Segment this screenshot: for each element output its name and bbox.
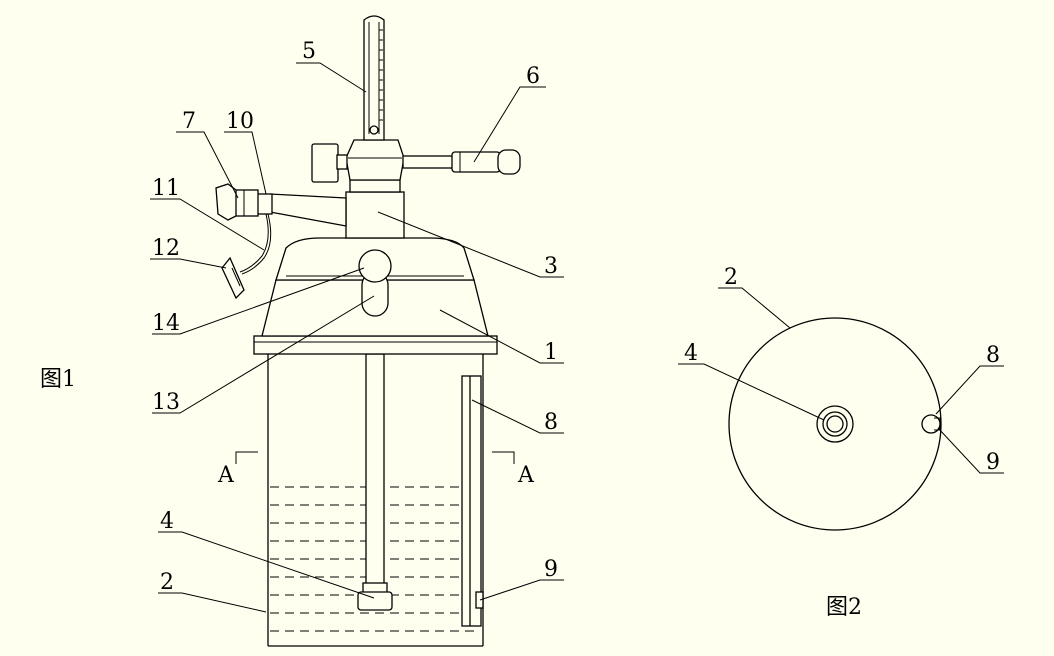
pressure-knob — [358, 249, 392, 317]
label-10: 10 — [226, 109, 254, 134]
lid-flange — [253, 335, 498, 355]
label-12: 12 — [152, 236, 180, 261]
fig2-label-2: 2 — [724, 265, 738, 290]
label-7: 7 — [182, 109, 196, 134]
fig2-label-8: 8 — [986, 343, 1000, 368]
fig2-label-9: 9 — [986, 450, 1000, 475]
flowmeter-tube — [363, 15, 385, 141]
section-label-right: A — [517, 463, 535, 488]
figure-2-leader-lines — [678, 287, 1004, 474]
figure-1: A A — [40, 15, 564, 647]
figure-1-caption: 图1 — [40, 367, 76, 392]
label-11: 11 — [152, 176, 180, 201]
stem-top-view — [816, 405, 854, 443]
label-5: 5 — [302, 39, 316, 64]
container-top-view — [728, 317, 942, 531]
label-14: 14 — [152, 311, 180, 336]
fig2-label-4: 4 — [684, 341, 698, 366]
label-3: 3 — [544, 254, 558, 279]
leader-lines — [150, 62, 564, 613]
label-2: 2 — [160, 570, 174, 595]
label-13: 13 — [152, 390, 180, 415]
label-8: 8 — [544, 410, 558, 435]
label-9: 9 — [544, 557, 558, 582]
figure-2: 2 4 8 9 图2 — [678, 265, 1004, 620]
label-4: 4 — [160, 509, 174, 534]
section-label-left: A — [217, 463, 235, 488]
tube-top-view — [921, 414, 941, 434]
label-6: 6 — [526, 64, 540, 89]
section-mark-aa: A A — [217, 451, 535, 488]
side-tube — [461, 375, 484, 627]
connector-body — [345, 191, 405, 239]
label-1: 1 — [544, 340, 558, 365]
outlet-pipe — [215, 183, 347, 227]
regulator-head — [311, 139, 521, 183]
tether-cap — [221, 213, 272, 300]
central-stem — [357, 353, 393, 611]
part-labels: 5 6 7 10 11 12 14 13 3 1 8 4 2 9 — [152, 39, 558, 595]
figure-2-caption: 图2 — [826, 595, 862, 620]
